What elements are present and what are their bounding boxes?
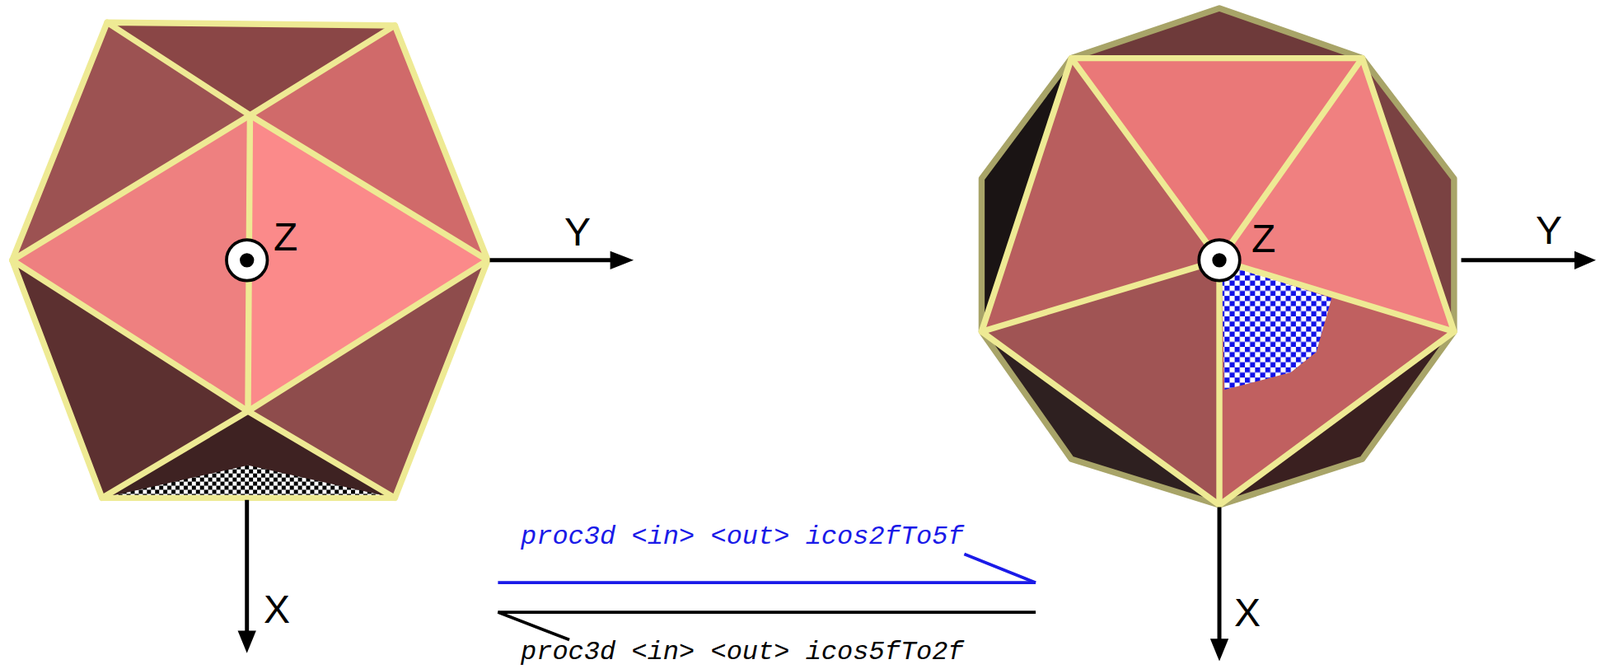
axis-label: Z <box>273 217 298 258</box>
axis-label: Y <box>564 212 591 253</box>
conversion-arrows <box>497 554 1036 641</box>
icosahedron-5fold <box>981 8 1454 506</box>
axes <box>226 239 634 654</box>
axis-label: Z <box>1251 219 1276 259</box>
axis-label: Y <box>1535 210 1563 251</box>
icosahedron-2fold <box>12 22 488 498</box>
axes <box>1198 239 1596 662</box>
command-label: proc3d <in> <out> icos5fTo2f <box>520 639 964 666</box>
axis-label: X <box>263 589 291 630</box>
axis-label: X <box>1234 593 1261 633</box>
command-label: proc3d <in> <out> icos2fTo5f <box>520 523 964 551</box>
